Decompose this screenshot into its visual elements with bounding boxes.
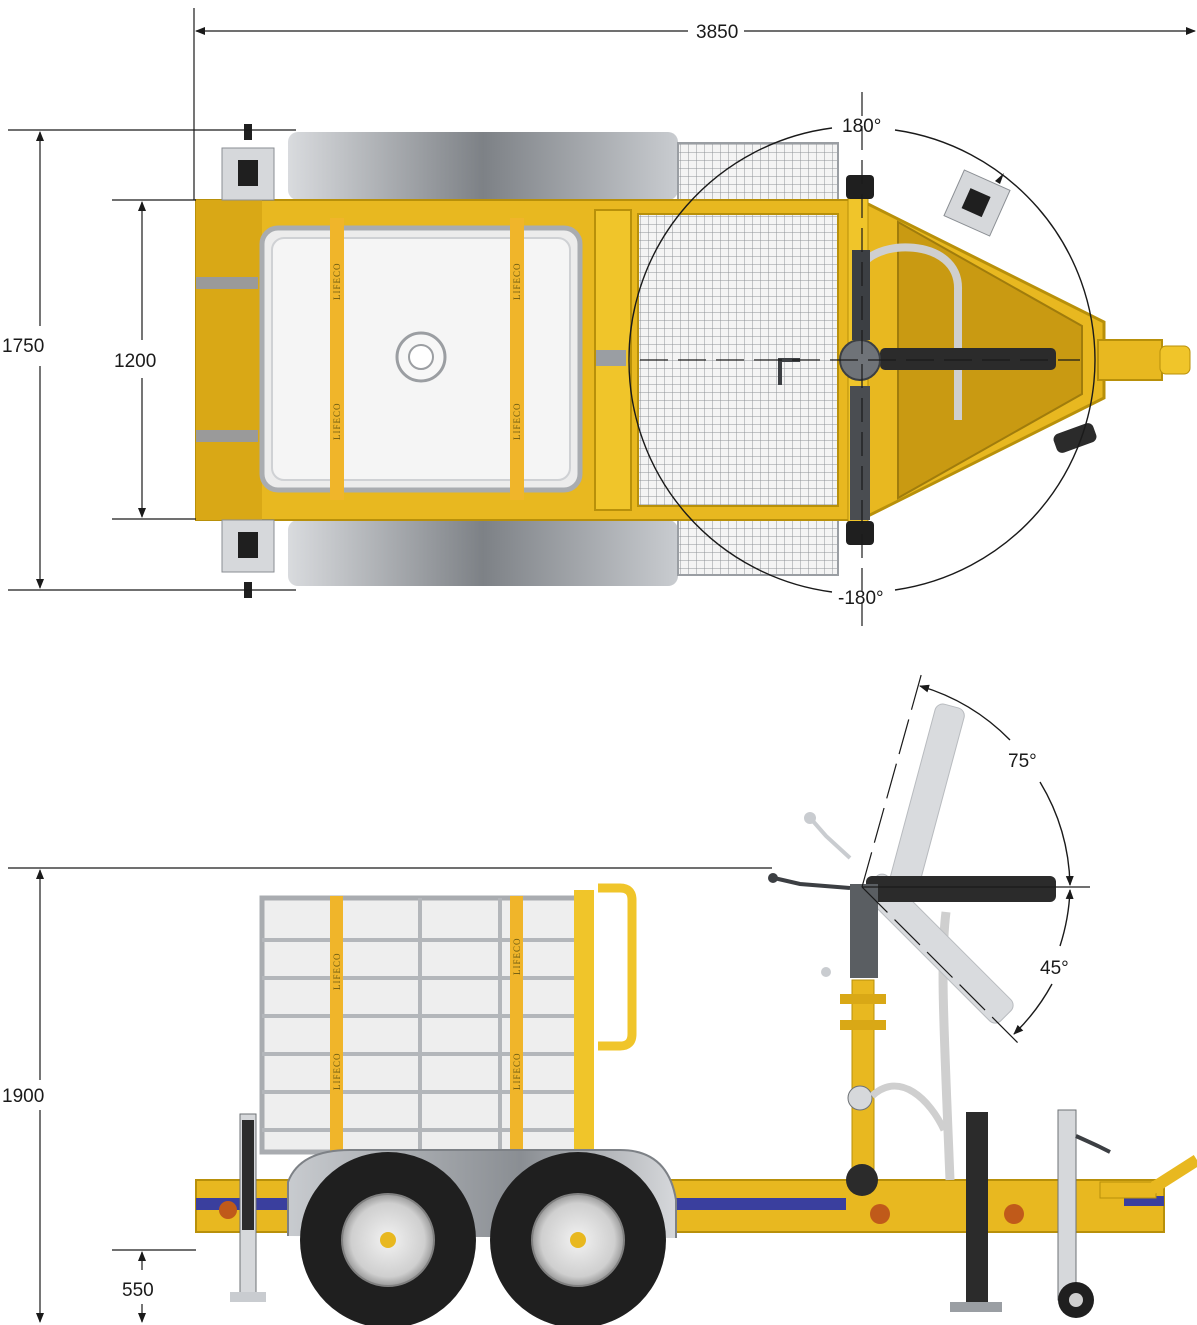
strap-brand-label: LIFECO (512, 403, 522, 441)
monitor-riser (851, 979, 875, 1191)
top-view: LIFECO LIFECO LIFECO LIFECO (2, 8, 1196, 630)
elevation-up-label: 75° (1008, 751, 1037, 772)
top-fender-lower (288, 520, 678, 586)
rotation-label-min: -180° (838, 588, 884, 609)
overall-length-label: 3850 (696, 22, 738, 43)
overall-height-label: 1900 (2, 1086, 44, 1107)
strap-brand-label: LIFECO (332, 403, 342, 441)
side-view: LIFECO LIFECO LIFECO LIFECO (2, 671, 1197, 1325)
monitor-barrel-raised (889, 703, 965, 893)
monitor-barrel-horizontal (866, 876, 1056, 902)
frame-width-label: 1200 (114, 351, 156, 372)
side-handrail (598, 883, 637, 1051)
top-fender-upper (288, 132, 678, 200)
overall-width-label: 1750 (2, 336, 44, 357)
rotation-arc-upper (628, 127, 833, 593)
monitor-barrel-top (880, 348, 1056, 370)
hitch-coupling (1097, 339, 1163, 381)
elevation-arc-up (919, 684, 1011, 741)
rear-jack-upper (221, 147, 275, 201)
wheel-rear (300, 1152, 476, 1325)
mid-jack-stand (966, 1112, 988, 1308)
rotation-arc-right (894, 129, 1096, 591)
jockey-wheel-side (1057, 1109, 1077, 1301)
elevation-arc-down (1059, 889, 1074, 947)
strap-side-left (330, 896, 343, 1158)
strap-brand-label: LIFECO (332, 263, 342, 301)
strap-top-right (510, 218, 524, 500)
strap-brand-label: LIFECO (512, 263, 522, 301)
strap-brand-label: LIFECO (512, 938, 522, 976)
wheel-front (490, 1152, 666, 1325)
strap-side-right (510, 896, 523, 1158)
ground-clearance-label: 550 (122, 1280, 154, 1301)
monitor-control-lever (773, 876, 851, 890)
strap-brand-label: LIFECO (332, 1053, 342, 1091)
strap-brand-label: LIFECO (332, 953, 342, 991)
strap-top-left (330, 218, 344, 500)
elevation-down-label: 45° (1040, 958, 1069, 979)
strap-brand-label: LIFECO (512, 1053, 522, 1091)
hose-side (938, 911, 955, 1181)
rotation-label-max: 180° (842, 116, 881, 137)
